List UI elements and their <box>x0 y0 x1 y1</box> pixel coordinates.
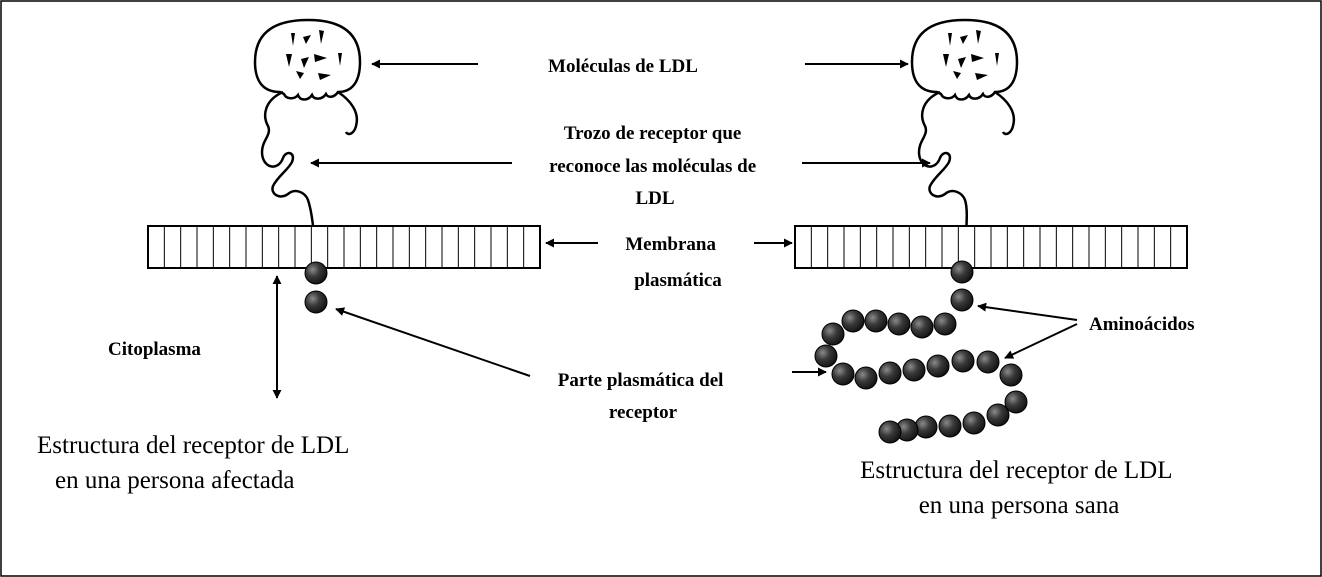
amino-acid-bead <box>933 312 957 336</box>
amino-acid-bead <box>926 354 950 378</box>
amino-acid-bead <box>821 322 845 346</box>
amino-acid-bead <box>878 420 902 444</box>
arrow-plasmatic-part <box>335 307 531 377</box>
amino-acid-bead <box>878 361 902 385</box>
membrane-left <box>147 225 541 269</box>
amino-acid-bead <box>887 312 911 336</box>
amino-acid-bead <box>902 358 926 382</box>
ldl-molecule-left-icon <box>253 18 362 101</box>
amino-acid-bead <box>304 261 328 285</box>
label-plasmatic-part: Parte plasmática del receptor <box>558 370 728 423</box>
amino-acid-bead <box>951 349 975 373</box>
ldl-molecule-right-icon <box>910 18 1019 101</box>
receptor-strand-left <box>260 90 318 263</box>
label-membrane: Membrana plasmática <box>625 234 722 291</box>
label-amino-acids: Aminoácidos <box>1089 314 1195 335</box>
amino-acid-bead <box>950 260 974 284</box>
caption-healthy: Estructura del receptor de LDL en una pe… <box>860 457 1178 519</box>
amino-acid-bead <box>962 411 986 435</box>
amino-acid-chain-right <box>814 260 1028 444</box>
caption-affected: Estructura del receptor de LDL en una pe… <box>37 432 355 494</box>
amino-acid-bead <box>986 403 1010 427</box>
affected-receptor <box>147 18 541 314</box>
amino-acid-bead <box>864 309 888 333</box>
healthy-receptor <box>794 18 1188 444</box>
label-receptor-fragment: Trozo de receptor que reconoce las moléc… <box>549 123 761 209</box>
amino-acid-bead <box>910 315 934 339</box>
amino-acid-bead <box>950 288 974 312</box>
arrows <box>272 59 1078 399</box>
amino-acid-bead <box>814 344 838 368</box>
arrow-amino-acid-2 <box>1004 323 1078 359</box>
amino-acid-bead <box>304 290 328 314</box>
receptor-strand-right <box>917 90 969 263</box>
label-cytoplasm: Citoplasma <box>108 339 201 360</box>
amino-acid-bead <box>938 414 962 438</box>
amino-acid-bead <box>854 366 878 390</box>
label-ldl-molecules: Moléculas de LDL <box>548 56 698 77</box>
amino-acid-bead <box>1004 390 1028 414</box>
amino-acid-bead <box>976 350 1000 374</box>
membrane-right <box>794 225 1188 269</box>
amino-acid-bead <box>999 363 1023 387</box>
amino-acid-chain-left <box>304 261 328 314</box>
amino-acid-bead <box>831 362 855 386</box>
amino-acid-bead <box>841 309 865 333</box>
arrow-amino-acid-1 <box>977 302 1078 321</box>
amino-acid-bead <box>914 415 938 439</box>
